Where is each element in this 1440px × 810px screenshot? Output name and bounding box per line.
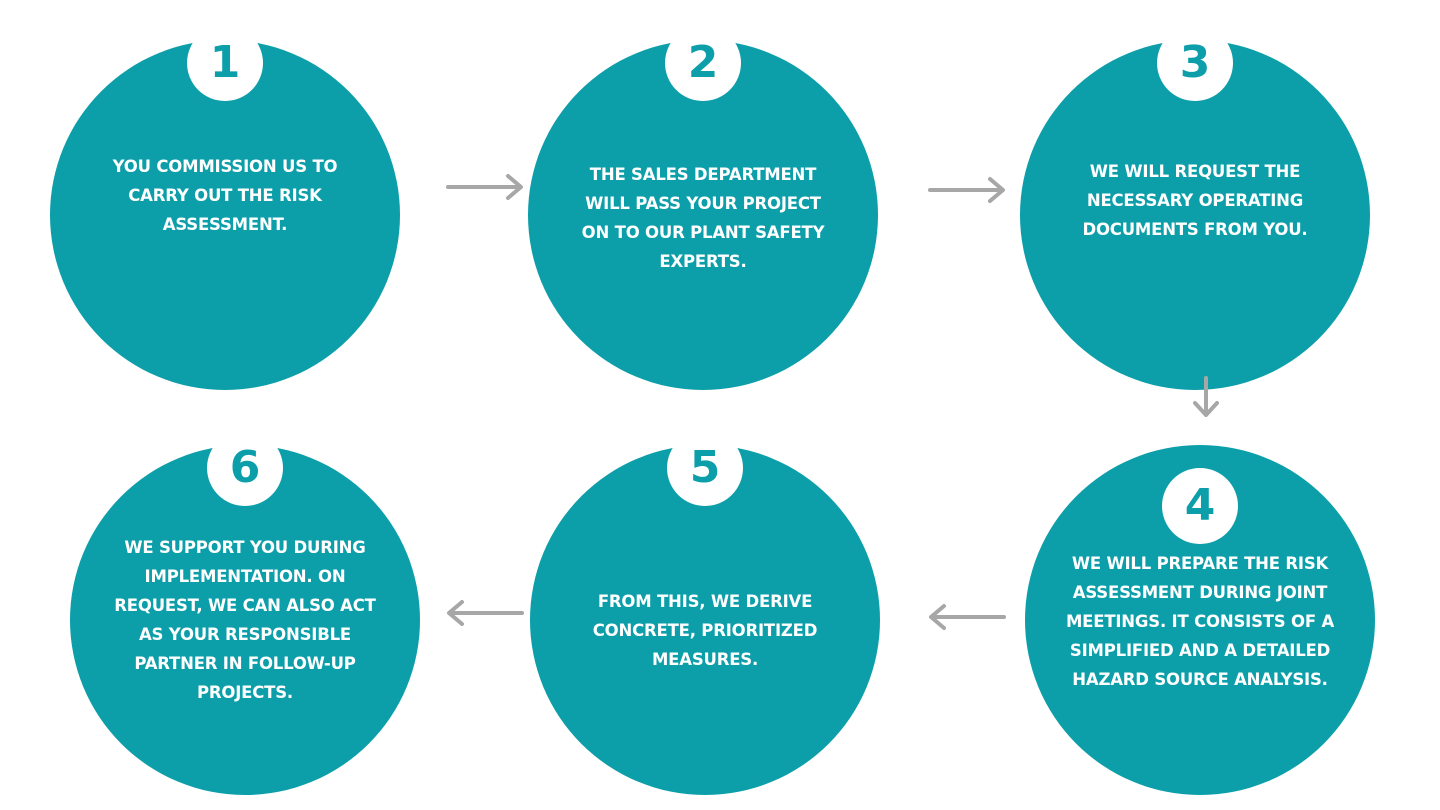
- step-5-number: 5: [667, 430, 743, 506]
- step-1-number: 1: [187, 25, 263, 101]
- step-2-circle: 2 THE SALES DEPARTMENT WILL PASS YOUR PR…: [528, 25, 878, 390]
- step-3-number: 3: [1157, 25, 1233, 101]
- arrow-5-to-6-icon: [447, 600, 524, 626]
- step-1-text: YOU COMMISSION US TO CARRY OUT THE RISK …: [112, 157, 338, 234]
- step-5-circle: 5 FROM THIS, WE DERIVE CONCRETE, PRIORIT…: [530, 430, 880, 795]
- step-6-circle: 6 WE SUPPORT YOU DURING IMPLEMENTATION. …: [70, 430, 420, 795]
- step-6-number: 6: [207, 430, 283, 506]
- arrow-4-to-5-icon: [929, 604, 1006, 630]
- arrow-3-to-4-icon: [1193, 376, 1219, 417]
- step-4-number: 4: [1162, 468, 1238, 544]
- arrow-2-to-3-icon: [928, 177, 1005, 203]
- step-3-circle: 3 WE WILL REQUEST THE NECESSARY OPERATIN…: [1020, 25, 1370, 390]
- step-6-text: WE SUPPORT YOU DURING IMPLEMENTATION. ON…: [114, 538, 376, 702]
- step-2-text: THE SALES DEPARTMENT WILL PASS YOUR PROJ…: [581, 165, 825, 271]
- arrow-1-to-2-icon: [446, 174, 523, 200]
- step-5-text: FROM THIS, WE DERIVE CONCRETE, PRIORITIZ…: [592, 592, 818, 669]
- step-2-number: 2: [665, 25, 741, 101]
- step-1-circle: 1 YOU COMMISSION US TO CARRY OUT THE RIS…: [50, 25, 400, 390]
- step-3-text: WE WILL REQUEST THE NECESSARY OPERATING …: [1082, 162, 1308, 239]
- step-4-circle: 4 WE WILL PREPARE THE RISK ASSESSMENT DU…: [1025, 445, 1375, 795]
- step-4-text: WE WILL PREPARE THE RISK ASSESSMENT DURI…: [1065, 554, 1335, 689]
